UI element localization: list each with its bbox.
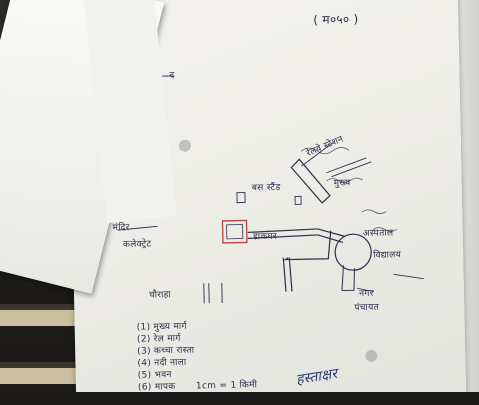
map-label: पंचायत (354, 302, 380, 314)
map-label: कलेक्ट्रेट (122, 239, 152, 251)
map-label: अस्पताल (362, 228, 394, 240)
map-label: चौराहा (148, 290, 172, 301)
south-label: द (169, 70, 175, 82)
signature: हस्ताक्षर (294, 365, 339, 389)
table-surface (0, 392, 479, 405)
sheet-header: ( म०५० ) (313, 12, 359, 27)
road-lines (247, 158, 346, 292)
paper-stain (178, 139, 192, 152)
map-label: मुख्य (333, 178, 351, 189)
circle-feature (334, 233, 372, 271)
sketch-map-drawing (114, 4, 424, 304)
map-label: नगर (358, 288, 374, 300)
scale-text: 1cm = 1 किमी (195, 380, 258, 392)
paper-sheet: ( म०५० ) उ द रेलवे स्टेशन मुख्य बस स्टैं… (67, 0, 467, 405)
map-label: रेलवे स्टेशन (305, 134, 346, 159)
legend-line: (6) मापक (137, 381, 176, 393)
map-label: डाकघर (252, 231, 278, 243)
map-label: विद्यालय (373, 250, 402, 261)
paper-stain (365, 349, 378, 362)
map-label: बस स्टैंड (251, 182, 281, 194)
building-marker (221, 219, 248, 244)
